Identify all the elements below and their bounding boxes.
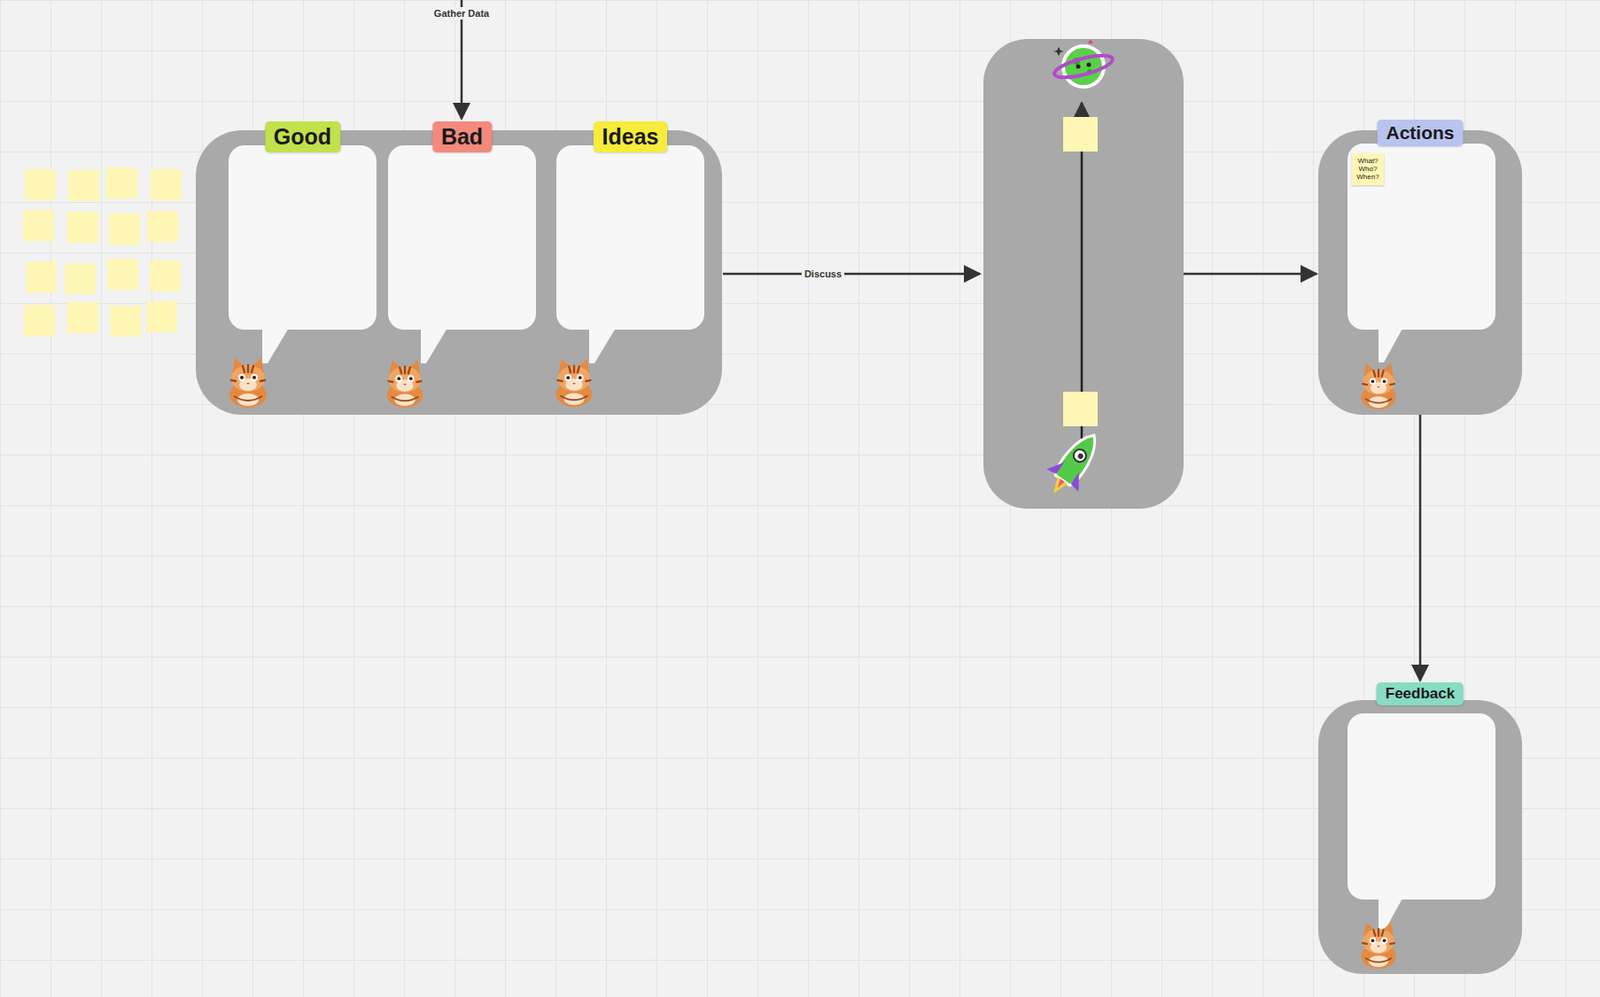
flow-label: Gather Data [431,7,492,20]
planet-sticker [1052,38,1115,89]
sticky-note [25,261,57,293]
bubble-tail [420,327,448,364]
sticky-note [23,209,55,241]
cat-sticker [229,357,267,408]
journey-line [1080,102,1084,439]
sticky-note [147,210,179,242]
flow-label: Discuss [801,267,845,280]
bubble-tail [1378,326,1404,363]
sticky-note [107,258,139,290]
sticky-note [67,211,99,243]
sticky-note [68,170,100,202]
sticky-note [108,213,140,245]
sticky-note: What? Who? When? [1351,153,1384,186]
sticky-note [146,301,178,333]
journey-panel [983,38,1184,509]
speech-bubble: Ideas [556,145,705,330]
actions-arrow [1183,272,1317,276]
bubble-tail [262,327,289,364]
sticky-grid [23,167,182,337]
section-header: Good [264,121,341,153]
cat-sticker [1360,363,1396,410]
sticky-note [106,167,138,199]
cat-sticker [387,359,424,408]
note-text: What? Who? When? [1353,156,1383,182]
panel-box: Feedback [1318,699,1523,974]
discuss-arrow [722,272,980,276]
speech-bubble: Good [228,145,377,330]
speech-bubble [1347,713,1496,900]
panel-box: ActionsWhat? Who? When? [1318,130,1523,415]
sticky-note [109,305,141,337]
group-panel [195,130,723,415]
sticky-note [23,304,55,336]
panel-decoration [1318,130,1523,415]
sticky-note [1063,391,1098,427]
cat-sticker [556,358,593,407]
flow-arrow [1419,414,1422,681]
section-header: Actions [1376,119,1463,147]
sticky-note [149,260,181,292]
sticky-note [150,169,182,201]
section-header: Bad [432,121,492,153]
section-header: Ideas [593,121,668,153]
panel-decoration [1318,699,1523,974]
sticky-note [1063,116,1098,152]
cat-sticker [1360,922,1396,969]
section-header: Feedback [1376,682,1464,706]
sticky-note [64,263,96,295]
sticky-note [24,169,56,201]
sticky-note [67,302,99,334]
bubble-tail [589,327,616,364]
rocket-sticker [1037,424,1111,505]
speech-bubble: Bad [388,145,536,330]
